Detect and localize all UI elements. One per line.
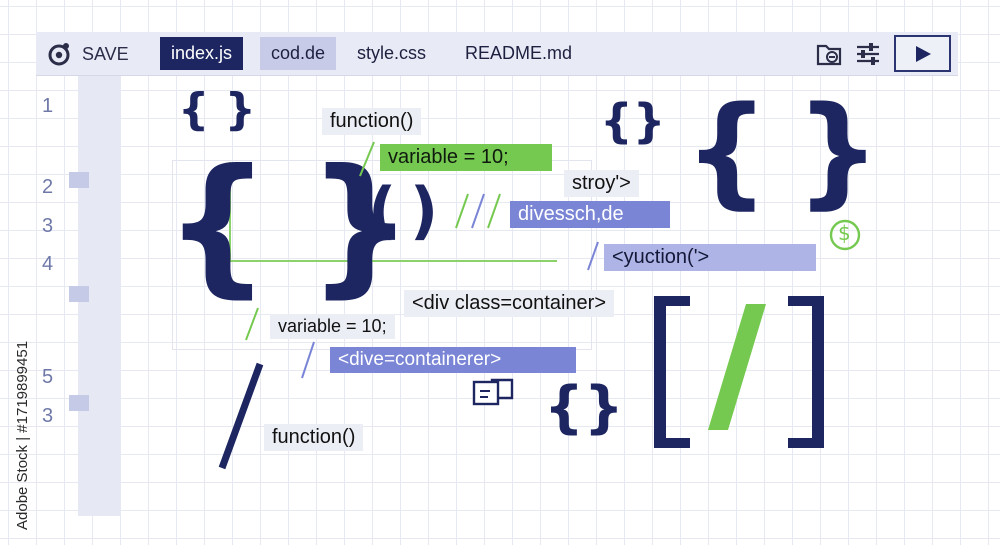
guide-line	[229, 260, 557, 262]
tab-readme-md[interactable]: README.md	[465, 43, 573, 63]
slash-mark	[455, 193, 501, 229]
comment-icon[interactable]	[472, 378, 514, 408]
play-icon	[915, 45, 931, 62]
dollar-symbol: $	[838, 221, 851, 245]
line-number: 4	[42, 253, 54, 275]
slash-mark	[359, 141, 375, 177]
code-snippet-highlight[interactable]: <yuction('>	[604, 244, 816, 271]
line-number: 3	[42, 215, 54, 237]
line-number: 2	[42, 176, 54, 198]
code-snippet[interactable]: function()	[322, 108, 422, 135]
paren-pair: ( )	[368, 174, 438, 247]
slash-mark	[245, 307, 259, 341]
gutter-marker[interactable]	[69, 172, 89, 188]
save-button[interactable]: SAVE	[82, 44, 129, 64]
bracket-slash-icon	[654, 296, 824, 448]
run-button[interactable]	[894, 35, 951, 72]
tab-style-css[interactable]: style.css	[357, 43, 427, 63]
tab-index-js[interactable]: index.js	[160, 37, 244, 70]
save-gear-icon[interactable]	[46, 41, 72, 67]
tab-cod-de[interactable]: cod.de	[260, 37, 337, 70]
brace-pair-large: { }	[164, 138, 414, 312]
folder-icon[interactable]	[815, 41, 843, 67]
code-snippet-highlight[interactable]: <dive=containerer>	[330, 347, 576, 373]
toolbar: SAVE index.js cod.de style.css README.md	[36, 32, 958, 76]
dollar-icon[interactable]	[828, 218, 862, 252]
slash-mark	[587, 241, 599, 271]
line-number: 3	[42, 405, 54, 427]
line-number: 5	[42, 366, 54, 388]
guide-line	[229, 162, 231, 262]
code-snippet-highlight[interactable]: divessch,de	[510, 201, 670, 228]
watermark-text: Adobe Stock | #1719899451	[14, 340, 31, 530]
gutter-marker[interactable]	[69, 286, 89, 302]
line-number: 1	[42, 95, 54, 117]
code-snippet[interactable]: function()	[264, 424, 364, 451]
sliders-icon[interactable]	[854, 41, 882, 67]
gutter-marker[interactable]	[69, 395, 89, 411]
slash-mark	[218, 362, 264, 470]
code-snippet[interactable]: <div class=container>	[404, 290, 615, 317]
brace-pair-small: {}	[600, 94, 666, 148]
code-snippet[interactable]: stroy'>	[564, 170, 639, 197]
brace-pair-large: { }	[684, 82, 881, 221]
slash-mark	[301, 341, 315, 379]
code-snippet-highlight[interactable]: variable = 10;	[380, 144, 552, 171]
brace-pair-small: {}	[544, 375, 624, 440]
code-snippet[interactable]: variable = 10;	[270, 314, 395, 339]
brace-pair-small: { }	[178, 84, 256, 135]
